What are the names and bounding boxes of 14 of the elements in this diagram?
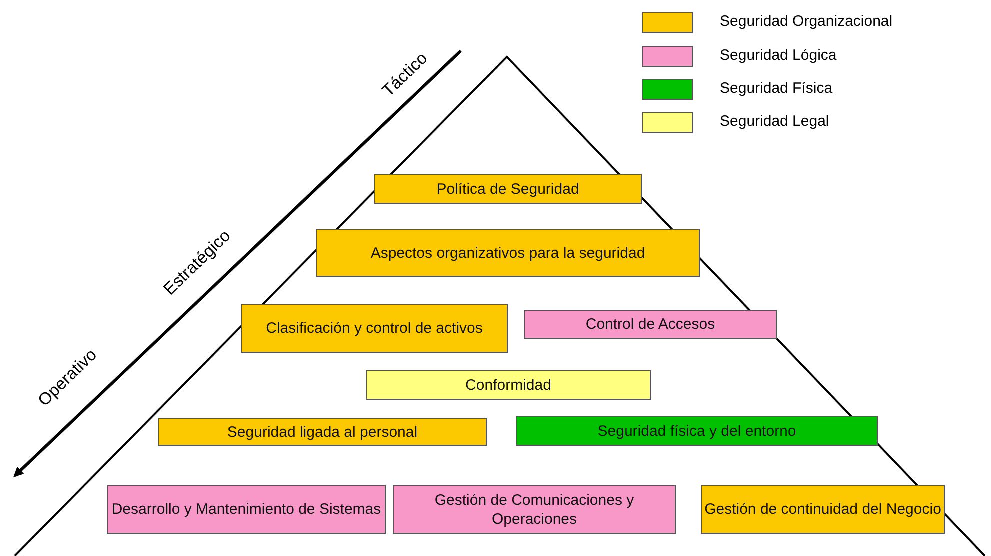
category-box: Política de Seguridad [374, 174, 642, 204]
category-box: Seguridad física y del entorno [516, 416, 878, 446]
legend-label: Seguridad Organizacional [720, 13, 893, 30]
category-box: Desarrollo y Mantenimiento de Sistemas [107, 485, 386, 534]
category-box: Gestión de Comunicaciones y Operaciones [393, 485, 676, 534]
category-box: Clasificación y control de activos [241, 304, 508, 353]
legend-label: Seguridad Legal [720, 113, 830, 130]
category-box: Aspectos organizativos para la seguridad [316, 229, 700, 277]
legend-label: Seguridad Física [720, 80, 833, 97]
category-box: Conformidad [366, 370, 651, 400]
category-box: Seguridad ligada al personal [158, 418, 487, 446]
legend-label: Seguridad Lógica [720, 47, 837, 64]
category-box: Gestión de continuidad del Negocio [701, 485, 945, 534]
category-box: Control de Accesos [524, 310, 777, 339]
